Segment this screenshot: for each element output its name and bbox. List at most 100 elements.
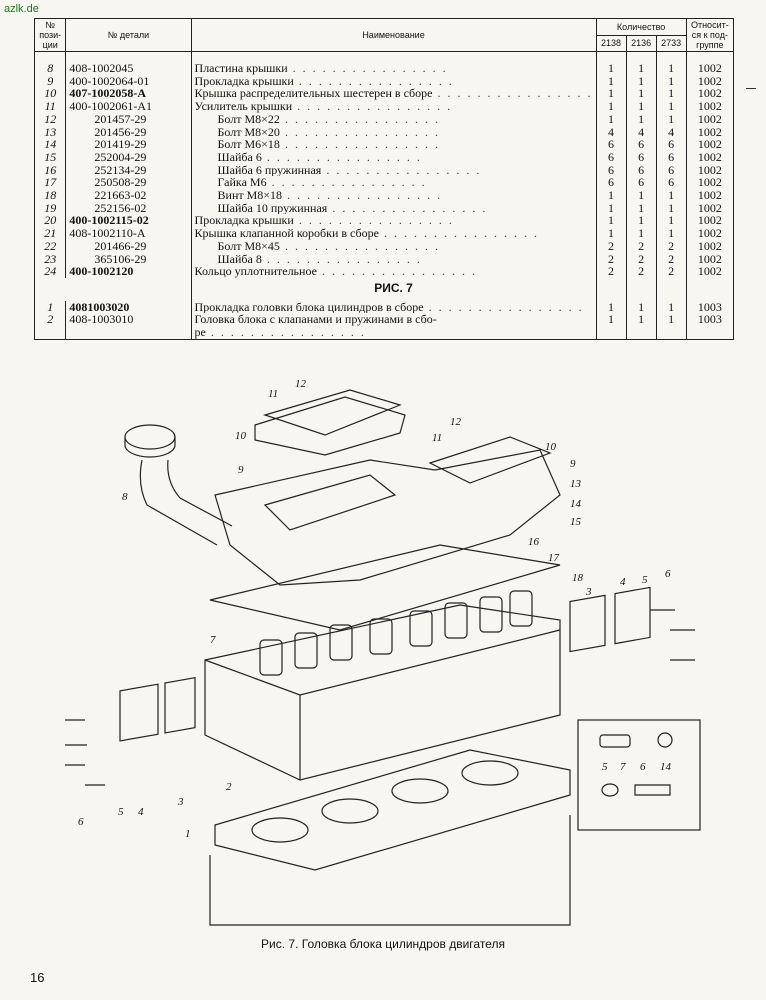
- cell-qty: 1: [655, 227, 687, 240]
- cell-pos: 19: [33, 202, 67, 215]
- label-6b: 6: [78, 816, 84, 828]
- cell-part-number: 400-1002115-02: [65, 214, 192, 228]
- leader-dots: . . . . . . . . . . . . . . . .: [261, 150, 422, 164]
- cell-name: Шайба 8 . . . . . . . . . . . . . . . .: [190, 252, 597, 266]
- leader-dots: . . . . . . . . . . . . . . . .: [287, 61, 448, 75]
- cell-pos: 15: [33, 151, 67, 164]
- item-name: Болт М8×22: [217, 112, 280, 126]
- cell-part-number: 201466-29: [65, 240, 192, 253]
- cell-name: Гайка М6 . . . . . . . . . . . . . . . .: [190, 176, 597, 190]
- header-part: № детали: [65, 18, 192, 52]
- cell-pos: 24: [33, 265, 67, 278]
- cell-name: Шайба 6 пружинная . . . . . . . . . . . …: [190, 163, 597, 177]
- label-10b: 10: [545, 441, 557, 453]
- cell-group: 1002: [685, 100, 735, 113]
- cell-pos: 18: [33, 189, 67, 202]
- cell-qty: 6: [625, 151, 657, 164]
- cell-part-number: 252156-02: [65, 202, 192, 215]
- cell-pos: 10: [33, 87, 67, 101]
- cell-pos: 17: [33, 176, 67, 190]
- label-14b: 14: [660, 761, 672, 773]
- cell-qty: 1: [595, 113, 627, 126]
- label-6c: 6: [640, 761, 646, 773]
- side-plate-right: [569, 594, 606, 653]
- cell-name: Пластина крышки . . . . . . . . . . . . …: [190, 51, 597, 75]
- cell-name: Головка блока с клапанами и пружинами в …: [190, 313, 597, 340]
- item-name: Прокладка крышки: [194, 214, 294, 228]
- cell-group: 1002: [685, 51, 735, 75]
- cell-name: Винт М8×18 . . . . . . . . . . . . . . .…: [190, 189, 597, 202]
- cell-group: 1002: [685, 74, 735, 88]
- label-5a: 5: [642, 574, 648, 586]
- cell-qty: 1: [625, 113, 657, 126]
- cell-pos: 14: [33, 138, 67, 151]
- label-11a: 11: [268, 388, 278, 400]
- figure-caption: Рис. 7. Головка блока цилиндров двигател…: [261, 937, 505, 951]
- label-3b: 3: [177, 796, 184, 808]
- label-9b: 9: [570, 458, 576, 470]
- cell-name: Прокладка головки блока цилиндров в сбор…: [190, 300, 597, 314]
- cell-qty: 1: [655, 100, 687, 113]
- leader-dots: . . . . . . . . . . . . . . . .: [279, 112, 440, 126]
- cell-qty: 1: [625, 51, 657, 75]
- cell-pos: 9: [33, 74, 67, 88]
- cell-pos: 1: [33, 300, 67, 314]
- cell-group: 1002: [685, 138, 735, 151]
- cell-part-number: 408-1002045: [65, 51, 192, 75]
- item-name: Пластина крышки: [194, 61, 288, 75]
- label-12b: 12: [450, 416, 462, 428]
- valve-cover-shape: [214, 449, 561, 586]
- cell-qty: 1: [655, 113, 687, 126]
- gasket-shape: [209, 544, 561, 631]
- cell-qty: 1: [655, 313, 687, 340]
- timing-cover-shape: [262, 389, 402, 436]
- cell-pos: 13: [33, 125, 67, 139]
- cell-qty: 1: [595, 189, 627, 202]
- cell-group: 1002: [685, 240, 735, 253]
- item-name: Крышка распределительных шестерен в сбор…: [194, 87, 433, 101]
- cell-name: Болт М8×45 . . . . . . . . . . . . . . .…: [190, 239, 597, 253]
- cell-pos: 23: [33, 252, 67, 266]
- cell-part-number: 408-1002110-А: [65, 227, 192, 240]
- cell-part-number: 4081003020: [65, 300, 192, 314]
- cell-qty: 2: [655, 265, 687, 278]
- item-name: Болт М6×18: [217, 138, 280, 151]
- filler-neck-shape: [139, 459, 218, 546]
- label-2: 2: [226, 781, 232, 793]
- callout-labels: 12 11 10 9 8 12 11 10 9 13 14 15 16 17 1…: [78, 378, 672, 840]
- fig-heading: РИС. 7: [190, 277, 597, 301]
- item-name: Шайба 10 пружинная: [217, 201, 328, 215]
- cell-part-number: 250508-29: [65, 176, 192, 190]
- page-number: 16: [30, 970, 45, 985]
- cell-qty: 1: [625, 227, 657, 240]
- label-18: 18: [572, 572, 584, 584]
- cell-pos: 22: [33, 240, 67, 253]
- cell-part-number: 201457-29: [65, 113, 192, 126]
- cell-part-number: 400-1002061-А1: [65, 100, 192, 113]
- cell-qty: 1: [595, 227, 627, 240]
- cell-group: 1002: [685, 151, 735, 164]
- item-name: Прокладка крышки: [194, 74, 294, 88]
- head-gasket-shape: [214, 749, 571, 871]
- cell-qty: 2: [625, 265, 657, 278]
- cylinder-head-shape: [204, 604, 561, 781]
- cell-qty: 1: [625, 189, 657, 202]
- cell-name: Шайба 6 . . . . . . . . . . . . . . . .: [190, 150, 597, 164]
- label-15: 15: [570, 516, 582, 528]
- item-name-cont: ре: [194, 325, 206, 340]
- cell-name: Шайба 10 пружинная . . . . . . . . . . .…: [190, 201, 597, 215]
- cell-qty: 2: [595, 240, 627, 253]
- leader-dots: . . . . . . . . . . . . . . . .: [293, 74, 454, 88]
- leader-dots: . . . . . . . . . . . . . . . .: [279, 125, 440, 139]
- item-name: Шайба 6 пружинная: [217, 163, 322, 177]
- item-name: Крышка клапанной коробки в сборе: [194, 227, 379, 240]
- label-6a: 6: [665, 568, 671, 580]
